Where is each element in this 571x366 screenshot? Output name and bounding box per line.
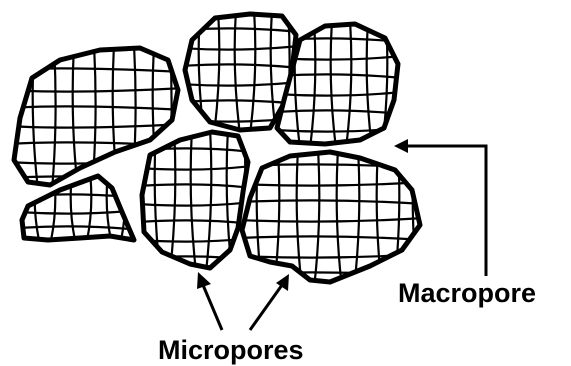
micropores-arrow-left xyxy=(197,272,222,330)
micropores-arrow-right xyxy=(250,274,289,330)
micropores-label: Micropores xyxy=(158,335,304,365)
soil-aggregate-lower-center xyxy=(138,128,252,272)
soil-aggregate-lower-right xyxy=(238,148,424,288)
macropore-label: Macropore xyxy=(398,278,536,308)
